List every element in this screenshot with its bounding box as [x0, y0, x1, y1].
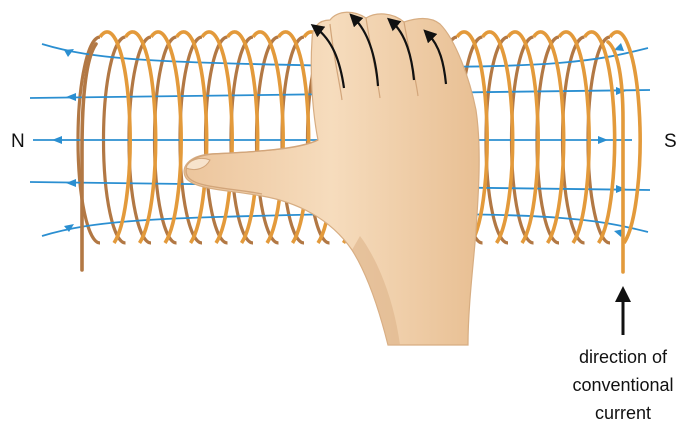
field-arrowhead — [66, 93, 76, 101]
north-pole-label: N — [11, 131, 25, 152]
current-direction-caption: direction of conventional current — [572, 347, 673, 423]
caption-line-3: current — [595, 403, 651, 423]
field-arrowhead — [598, 136, 608, 144]
south-pole-label: S — [664, 131, 677, 152]
caption-line-2: conventional — [572, 375, 673, 395]
field-arrowhead — [64, 49, 74, 57]
right-hand — [184, 12, 479, 345]
field-arrowhead — [52, 136, 62, 144]
up-arrow-icon — [615, 286, 631, 335]
caption-line-1: direction of — [579, 347, 668, 367]
hand-palm — [184, 12, 479, 345]
field-arrowhead — [66, 179, 76, 187]
